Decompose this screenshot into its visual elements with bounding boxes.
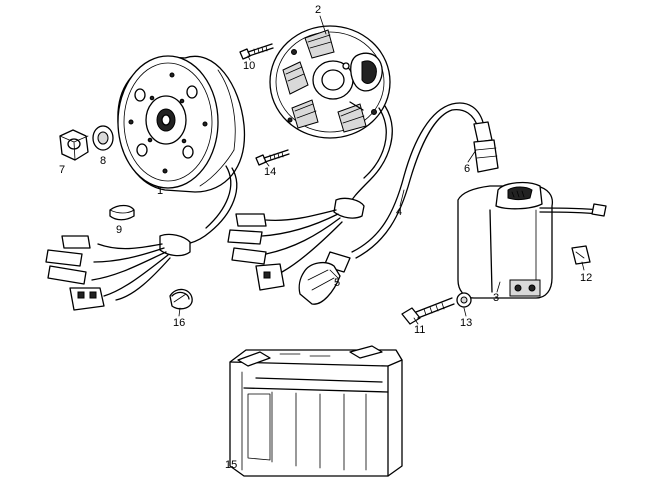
- screw-10: [239, 43, 274, 60]
- label-part-11: 11: [414, 324, 425, 336]
- bolt-11: [401, 297, 455, 325]
- spark-plug-cap: [298, 251, 351, 305]
- label-part-3: 3: [493, 292, 499, 304]
- label-part-16: 16: [173, 317, 185, 329]
- label-part-5: 5: [334, 277, 340, 289]
- part-number-labels: 1 2 3 4 5 6 7 8 9 10 11 12 13 14 15 16: [59, 4, 592, 471]
- label-part-2: 2: [315, 4, 321, 16]
- washer-13: [456, 292, 472, 308]
- label-part-4: 4: [396, 206, 402, 218]
- woodruff-key: [109, 204, 135, 221]
- label-part-6: 6: [464, 163, 470, 175]
- left-wiring-harness: [45, 165, 238, 311]
- label-part-12: 12: [580, 272, 592, 284]
- stator-wiring-harness: [227, 105, 393, 291]
- label-part-9: 9: [116, 224, 122, 236]
- leader-lines: [178, 15, 585, 325]
- stator-plate: [269, 25, 391, 139]
- flywheel-rotor: [117, 55, 246, 193]
- label-part-7: 7: [59, 164, 65, 176]
- label-part-15: 15: [225, 459, 237, 471]
- clip: [571, 245, 591, 265]
- label-part-10: 10: [243, 60, 255, 72]
- cable-clamp: [169, 288, 193, 310]
- battery: [229, 345, 403, 477]
- ht-lead: [351, 102, 499, 259]
- label-part-13: 13: [460, 317, 472, 329]
- screw-14: [255, 149, 290, 166]
- nut: [59, 129, 89, 161]
- label-part-1: 1: [157, 185, 163, 197]
- label-part-14: 14: [264, 166, 276, 178]
- washer-8: [92, 125, 114, 151]
- label-part-8: 8: [100, 155, 106, 167]
